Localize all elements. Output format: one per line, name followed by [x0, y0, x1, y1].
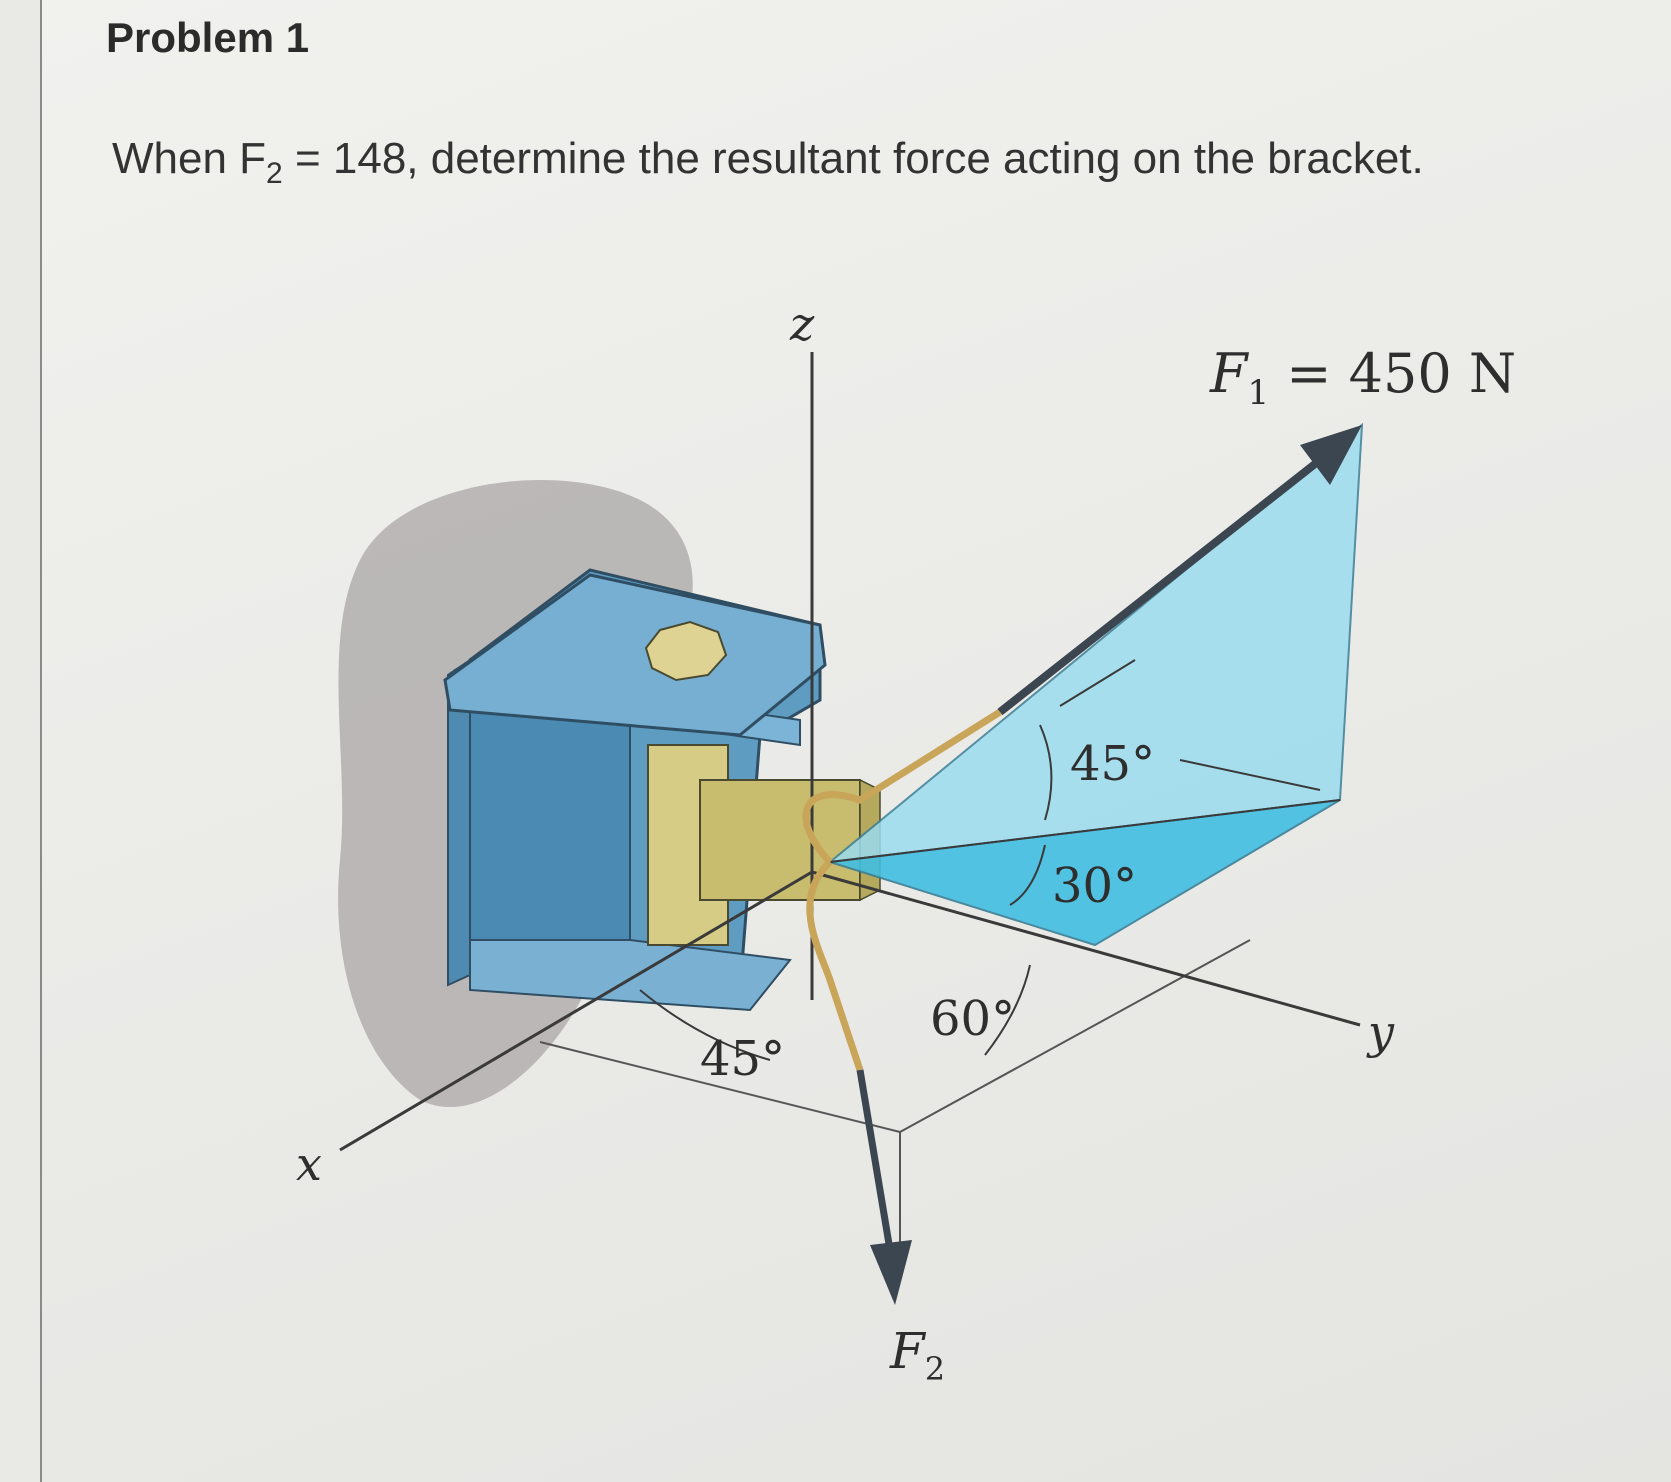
f1-subscript: 1 [1247, 373, 1269, 413]
angle-30-label: 30° [1052, 858, 1137, 914]
f2-arrow-shaft [856, 1069, 894, 1251]
f1-arrow-shaft [997, 456, 1323, 716]
problem-title: Problem 1 [106, 14, 310, 61]
angle-60-label: 60° [930, 991, 1015, 1047]
x-axis-label: x [296, 1137, 322, 1191]
f2-label: F2 [889, 1322, 945, 1388]
f1-projection-line [829, 799, 1341, 863]
f2-symbol: F [889, 1322, 927, 1380]
f1-label: F1 = 450 N [1209, 342, 1516, 413]
angle-arcs [639, 659, 1321, 1061]
bracket [443, 568, 881, 1012]
x-axis [339, 870, 813, 1152]
f2-arrowhead [870, 1240, 912, 1305]
angle-45-upper-label: 45° [1070, 736, 1155, 792]
y-axis [811, 870, 1361, 1027]
page-sheet [42, 0, 1671, 1482]
cable-lower [806, 859, 864, 1072]
f2-subscript: 2 [925, 1350, 945, 1388]
z-axis-label: z [789, 297, 815, 351]
f1-value: = 450 N [1269, 342, 1516, 405]
cable [802, 709, 1002, 865]
margin-line [40, 0, 42, 1482]
y-axis-label: y [1366, 1005, 1395, 1059]
problem-statement: When F2 = 148, determine the resultant f… [112, 134, 1424, 191]
f1-arrowhead [1300, 425, 1362, 485]
statement-subscript: 2 [266, 156, 283, 190]
f1-symbol: F [1209, 342, 1250, 405]
angle-45-lower-label: 45° [700, 1031, 785, 1087]
statement-prefix: When F [112, 134, 267, 183]
statement-suffix: = 148, determine the resultant force act… [282, 134, 1424, 183]
